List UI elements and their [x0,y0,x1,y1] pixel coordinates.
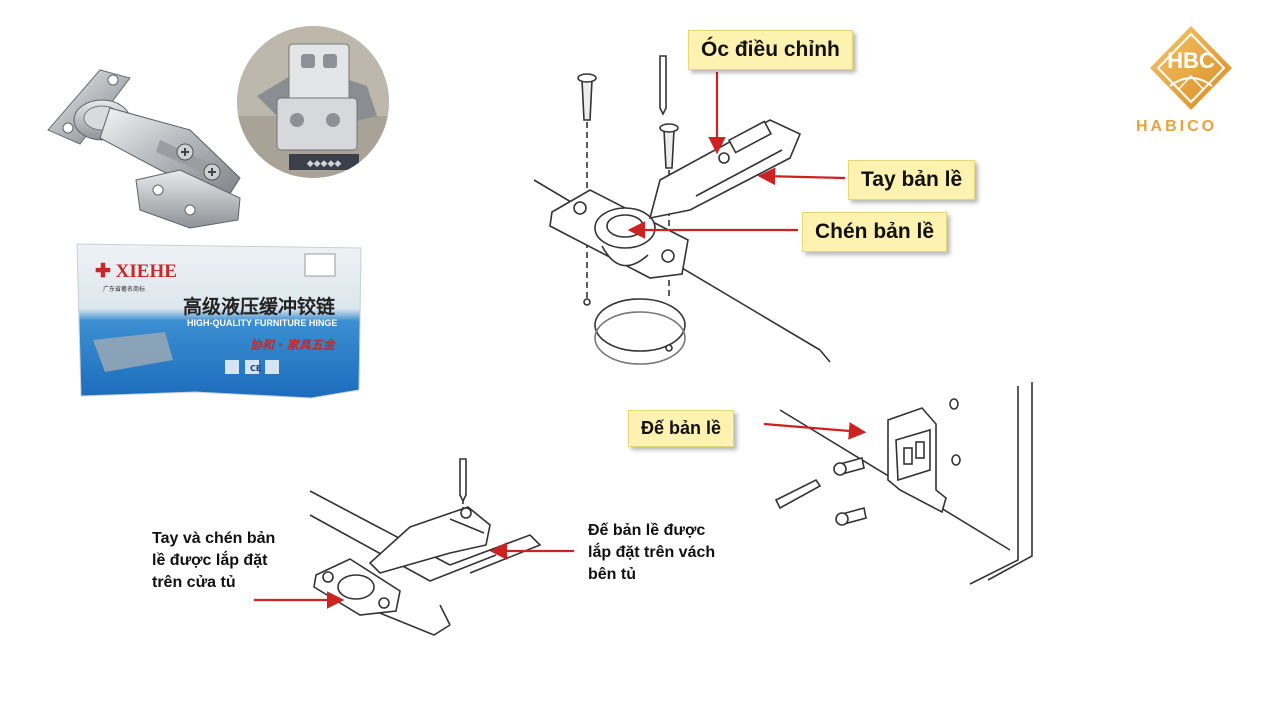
package-logo: ✚ XIEHE [95,261,177,282]
caption-door-line: Tay và chén bản [152,530,276,547]
habico-logo-mark: HBC [1167,48,1215,73]
hinge-package-photo: ✚ XIEHE 广东省著名商标 高级液压缓冲铰链 HIGH-QUALITY FU… [75,240,365,400]
callout-hinge-base: Đế bản lề [628,410,735,447]
hinge-closeup-photo: ◆◆◆◆◆ [237,26,389,178]
caption-door-line: trên cửa tủ [152,574,236,591]
hinge-photo [47,69,241,229]
installed-hinge-diagram [309,458,542,636]
caption-side-line: bên tủ [588,566,636,583]
package-maker: 广东省著名商标 [103,286,146,293]
habico-logo-icon: HBC [1150,26,1232,110]
caption-side-line: lắp đặt trên vách [588,544,716,561]
caption-side-line: Đế bản lề được [588,522,706,539]
callout-hinge-cup: Chén bản lề [802,212,948,252]
package-script-text: 协和 · 家具五金 [250,338,335,352]
base-plate-diagram [774,382,1033,585]
package-chinese-title: 高级液压缓冲铰链 [183,296,336,318]
svg-text:◆◆◆◆◆: ◆◆◆◆◆ [307,159,342,169]
caption-side-mount: Đế bản lề được lắp đặt trên vách bên tủ [588,520,715,586]
brand-name: HABICO [1136,118,1218,135]
package-english-title: HIGH-QUALITY FURNITURE HINGE [187,318,338,328]
callout-adjust-screw: Óc điều chỉnh [688,30,853,70]
caption-door-mount: Tay và chén bản lề được lắp đặt trên cửa… [152,528,275,594]
cup-install-diagram [533,55,831,365]
package-ce-mark: CE [250,364,262,373]
callout-hinge-arm: Tay bản lề [848,160,976,200]
caption-door-line: lề được lắp đặt [152,552,268,569]
